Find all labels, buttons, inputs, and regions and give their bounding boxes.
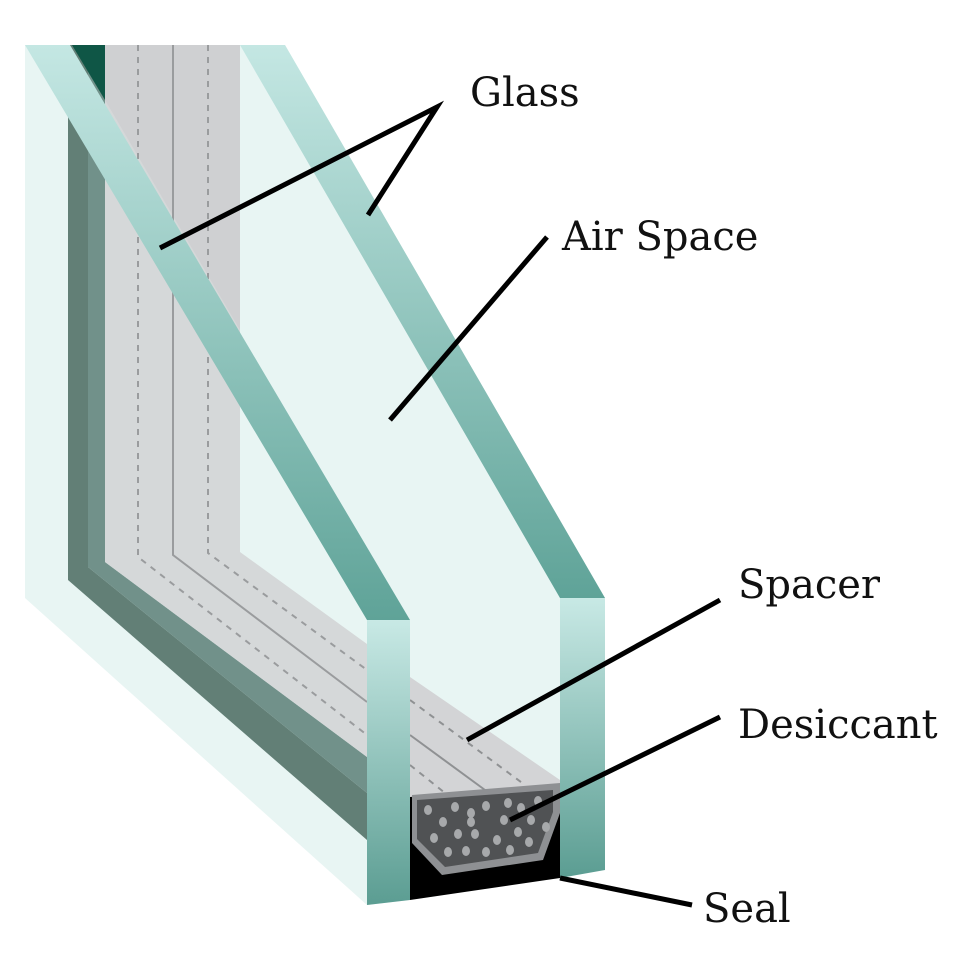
desiccant-bead [424,805,432,815]
air-space-label: Air Space [561,214,758,260]
glass-label: Glass [470,70,580,116]
desiccant-bead [506,845,514,855]
seal-leader-line [559,875,693,908]
desiccant-bead [500,815,508,825]
desiccant-bead [467,817,475,827]
back-pane-top-edge [240,45,605,598]
desiccant-bead [467,808,475,818]
back-pane-edge [560,598,605,878]
frame-solid-line [172,45,368,703]
desiccant-bead [482,801,490,811]
desiccant-bead [525,837,533,847]
desiccant-bead [514,827,522,837]
desiccant-beads [424,796,550,857]
desiccant-label: Desiccant [738,702,938,748]
spacer-leader-line [465,597,722,743]
desiccant-bead [454,829,462,839]
frame-top-dark [72,45,105,100]
frame-outer-band [68,45,367,840]
frame-mid-band [88,45,367,793]
desiccant-bead [439,817,447,827]
spacer-solid-line [409,734,486,791]
seal-label: Seal [703,886,791,932]
frame-dashed-line-2 [207,45,368,671]
desiccant-bead [493,835,501,845]
desiccant-leader-line [508,714,722,823]
desiccant-bead [504,798,512,808]
front-pane-edge [367,620,410,905]
spacer-label: Spacer [738,562,881,608]
desiccant-bead [430,833,438,843]
desiccant-bead [451,802,459,812]
spacer-top-face [410,677,560,797]
front-pane-top-edge [25,45,410,620]
spacer-dashed-line-b [409,764,446,794]
desiccant-bead [471,829,479,839]
desiccant-bead [444,847,452,857]
desiccant-bead [527,815,535,825]
desiccant-bead [482,847,490,857]
desiccant-bead [542,822,550,832]
desiccant-bead [517,803,525,813]
desiccant-bead [462,846,470,856]
air-space-leader-line [388,235,549,422]
glass-leader-line [158,100,445,251]
